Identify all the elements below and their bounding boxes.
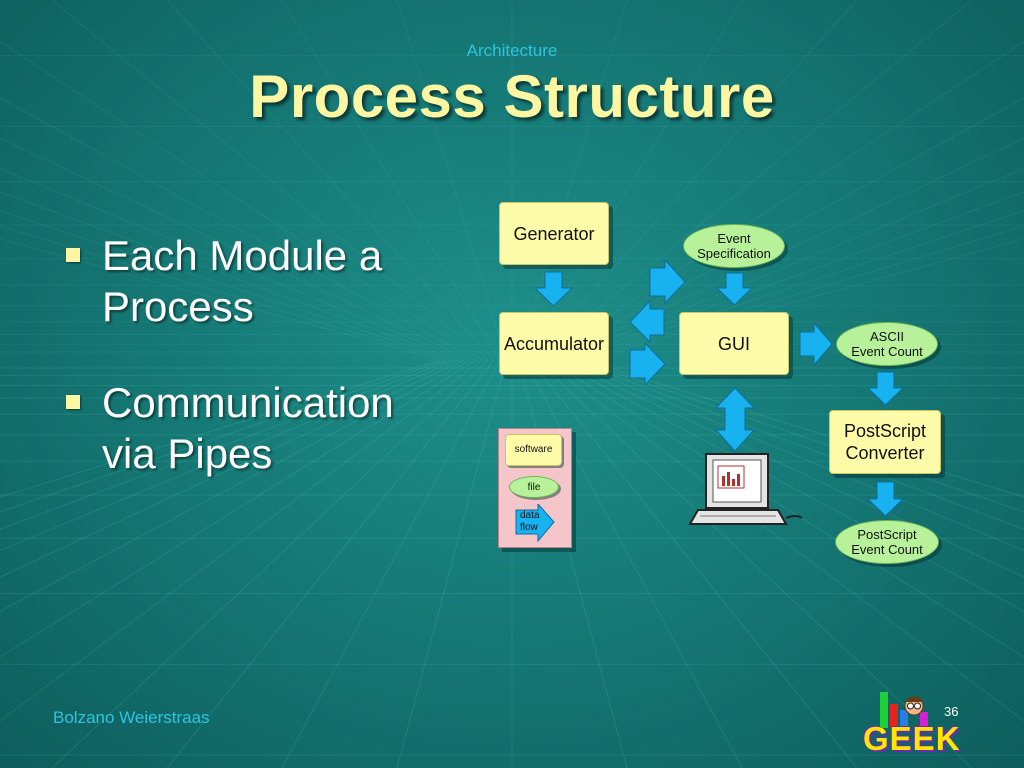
gui-node: GUI [679, 312, 789, 375]
generator-node: Generator [499, 202, 609, 265]
arrow-converter-to-ps-count [866, 481, 905, 517]
arrow-ascii-to-converter [866, 371, 905, 406]
legend-data-flow-arrow-icon [515, 504, 555, 542]
legend-software-box: software [505, 434, 562, 466]
legend-software-label: software [514, 444, 553, 455]
arrow-gui-terminal-bidirectional [714, 387, 756, 452]
postscript-converter-line: PostScript [843, 421, 927, 441]
arrow-generator-to-accumulator [533, 271, 574, 307]
ascii-event-count-line: Event Count [851, 344, 923, 359]
bullet-list: Each Module a Process Communication via … [62, 230, 462, 524]
slide-title: Process Structure [249, 63, 775, 130]
ascii-event-count-file: ASCII Event Count [836, 322, 938, 366]
bullet-text-line: via Pipes [102, 430, 273, 477]
arrow-accumulator-to-gui [629, 341, 666, 387]
accumulator-label: Accumulator [503, 333, 605, 354]
bullet-item: Each Module a Process [62, 230, 462, 332]
computer-terminal-icon [688, 453, 803, 525]
postscript-converter-line: Converter [845, 443, 925, 463]
page-number: 36 [944, 704, 959, 719]
legend-data-flow-line: data [520, 510, 540, 521]
ascii-event-count-line: ASCII [870, 329, 904, 344]
event-specification-line: Specification [697, 246, 771, 261]
arrow-gui-to-accumulator [629, 299, 665, 344]
bullet-text-line: Process [102, 283, 254, 330]
slide-subtitle: Architecture [466, 41, 558, 60]
generator-label: Generator [513, 223, 595, 244]
bullet-text-line: Each Module a [102, 232, 383, 279]
arrow-gui-to-ascii-count [799, 321, 833, 367]
geek-logo-text: GEEK [863, 720, 961, 757]
postscript-event-count-file: PostScript Event Count [835, 520, 939, 564]
accumulator-node: Accumulator [499, 312, 609, 375]
event-specification-file: Event Specification [683, 224, 785, 268]
postscript-event-count-line: Event Count [851, 542, 923, 557]
arrow-event-spec-to-gui [715, 272, 754, 306]
postscript-event-count-line: PostScript [857, 527, 917, 542]
geek-logo-icon [880, 692, 928, 728]
legend-file-label: file [527, 481, 541, 493]
bullet-text-line: Communication [102, 379, 394, 426]
bullet-item: Communication via Pipes [62, 377, 462, 479]
legend-data-flow-line: flow [520, 522, 538, 533]
postscript-converter-node: PostScript Converter [829, 410, 941, 474]
footer-author: Bolzano Weierstraas [53, 708, 210, 727]
square-bullet-icon [66, 248, 80, 262]
gui-label: GUI [717, 333, 750, 354]
square-bullet-icon [66, 395, 80, 409]
legend-data-flow-label: data flow [520, 510, 539, 534]
arrow-into-gui-upper [649, 258, 686, 305]
event-specification-line: Event [717, 231, 751, 246]
legend-file-ellipse: file [509, 476, 559, 498]
